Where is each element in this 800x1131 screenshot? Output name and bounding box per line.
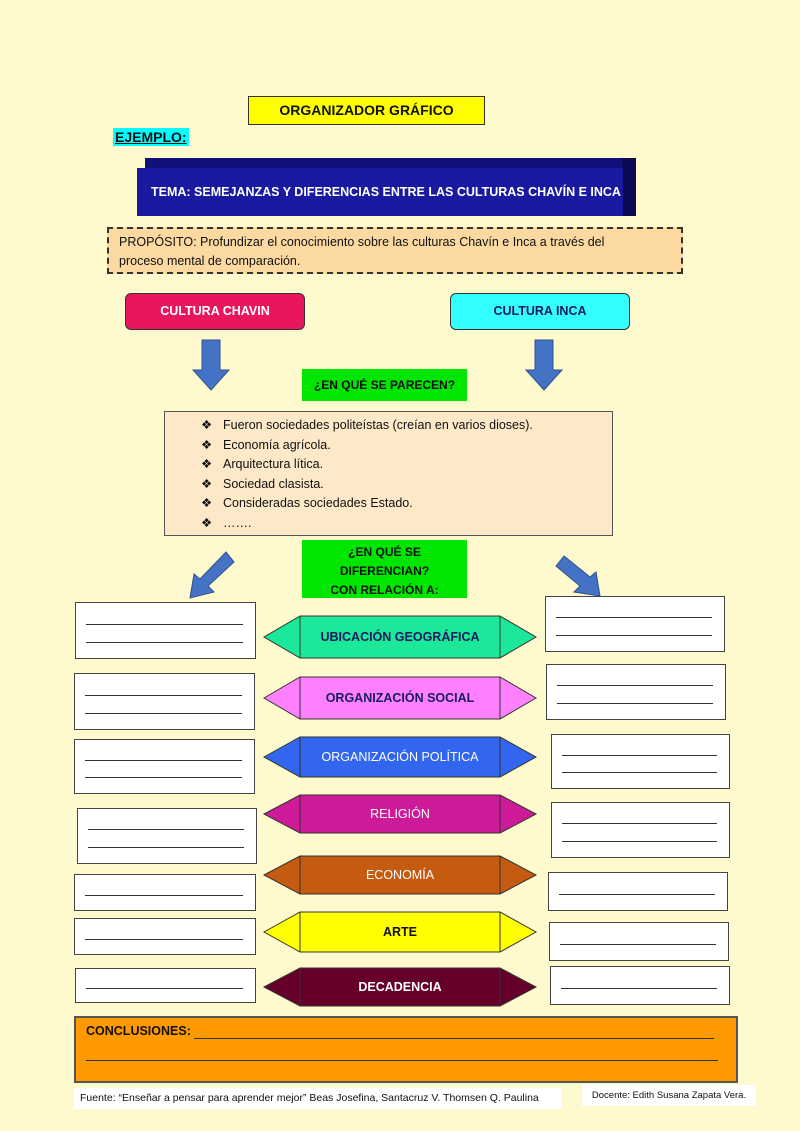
- answer-line: [559, 894, 715, 895]
- similarity-item: ❖ Economía agrícola.: [201, 436, 612, 456]
- answer-line: [562, 823, 717, 824]
- similarity-text: Consideradas sociedades Estado.: [223, 496, 413, 510]
- answer-line: [562, 841, 717, 842]
- answer-box-left[interactable]: [77, 808, 257, 864]
- answer-box-right[interactable]: [546, 664, 726, 720]
- source-citation: Fuente: “Enseñar a pensar para aprender …: [74, 1088, 562, 1109]
- purpose-line-1: PROPÓSITO: Profundizar el conocimiento s…: [119, 235, 605, 249]
- similarity-item: ❖ Sociedad clasista.: [201, 475, 612, 495]
- answer-line: [85, 695, 242, 696]
- similarity-item: ❖ Arquitectura lítica.: [201, 455, 612, 475]
- bullet-icon: ❖: [201, 476, 213, 491]
- answer-line: [85, 713, 242, 714]
- conclusions-line-2[interactable]: [86, 1060, 718, 1061]
- conclusions-line-1[interactable]: [194, 1038, 714, 1039]
- answer-line: [560, 944, 716, 945]
- conclusions-box: CONCLUSIONES:: [74, 1016, 738, 1083]
- similarity-item: ❖ Consideradas sociedades Estado.: [201, 494, 612, 514]
- answer-line: [557, 703, 713, 704]
- answer-line: [557, 685, 713, 686]
- culture-inca-box: CULTURA INCA: [450, 293, 630, 330]
- answer-box-right[interactable]: [550, 966, 730, 1005]
- double-arrow-icon: [263, 676, 537, 720]
- differences-subtitle: CON RELACIÓN A:: [330, 583, 439, 597]
- bullet-icon: ❖: [201, 418, 213, 432]
- similarities-box: ❖ Fueron sociedades politeístas (creían e…: [164, 411, 613, 536]
- double-arrow-icon: [263, 615, 537, 659]
- answer-box-left[interactable]: [74, 739, 255, 794]
- answer-box-left[interactable]: [74, 918, 256, 955]
- answer-line: [556, 635, 712, 636]
- answer-box-right[interactable]: [551, 734, 730, 789]
- answer-line: [85, 760, 242, 761]
- page-title: ORGANIZADOR GRÁFICO: [248, 96, 485, 125]
- differences-question: ¿EN QUÉ SE DIFERENCIAN?: [339, 545, 430, 578]
- similarity-text: Economía agrícola.: [223, 437, 331, 452]
- category-label: ARTE: [382, 925, 418, 939]
- answer-line: [85, 777, 242, 778]
- answer-line: [562, 772, 717, 773]
- category-label: RELIGIÓN: [370, 807, 430, 821]
- similarity-text: Sociedad clasista.: [223, 476, 324, 491]
- answer-line: [86, 988, 243, 989]
- category-label: ORGANIZACIÓN SOCIAL: [325, 691, 475, 705]
- answer-box-right[interactable]: [545, 596, 725, 652]
- answer-line: [85, 939, 243, 940]
- answer-box-left[interactable]: [75, 968, 256, 1003]
- category-label: ORGANIZACIÓN POLÍTICA: [321, 750, 479, 764]
- theme-box-side: [622, 158, 636, 216]
- example-label: EJEMPLO:: [113, 128, 189, 146]
- theme-box: TEMA: SEMEJANZAS Y DIFERENCIAS ENTRE LAS…: [137, 168, 623, 216]
- answer-box-left[interactable]: [74, 874, 256, 911]
- answer-box-right[interactable]: [551, 802, 730, 858]
- answer-line: [86, 624, 243, 625]
- double-arrow-icon: [262, 855, 538, 895]
- purpose-box: PROPÓSITO: Profundizar el conocimiento s…: [107, 227, 683, 274]
- culture-chavin-box: CULTURA CHAVIN: [125, 293, 305, 330]
- double-arrow-icon: [262, 736, 538, 778]
- down-arrow-right-icon: [524, 339, 564, 391]
- similarity-text: Fueron sociedades politeístas (creían en…: [223, 418, 533, 432]
- bullet-icon: ❖: [201, 496, 213, 510]
- answer-line: [86, 642, 243, 643]
- similarity-item: ❖ …….: [201, 514, 612, 534]
- answer-line: [561, 988, 717, 989]
- double-arrow-icon: [262, 794, 538, 834]
- conclusions-label: CONCLUSIONES:: [86, 1024, 191, 1038]
- bullet-icon: ❖: [201, 457, 213, 471]
- category-label: ECONOMÍA: [365, 868, 435, 882]
- similarity-text: Arquitectura lítica.: [223, 457, 324, 471]
- diagonal-arrow-left-icon: [189, 551, 235, 599]
- answer-line: [562, 755, 717, 756]
- similarity-item: ❖ Fueron sociedades politeístas (creían e…: [201, 416, 612, 436]
- bullet-icon: ❖: [201, 515, 213, 530]
- category-label: DECADENCIA: [358, 980, 442, 994]
- answer-box-right[interactable]: [549, 922, 729, 961]
- similarities-list: ❖ Fueron sociedades politeístas (creían e…: [201, 416, 612, 533]
- answer-box-left[interactable]: [74, 673, 255, 730]
- double-arrow-icon: [262, 911, 538, 953]
- diagonal-arrow-right-icon: [555, 555, 601, 597]
- answer-line: [88, 847, 244, 848]
- differences-question-box: ¿EN QUÉ SE DIFERENCIAN? CON RELACIÓN A:: [302, 540, 467, 598]
- down-arrow-left-icon: [191, 339, 231, 391]
- similarities-question: ¿EN QUÉ SE PARECEN?: [302, 369, 467, 401]
- answer-line: [556, 617, 712, 618]
- answer-box-right[interactable]: [548, 872, 728, 911]
- category-label: UBICACIÓN GEOGRÁFICA: [320, 630, 480, 644]
- similarity-text: …….: [223, 515, 252, 530]
- bullet-icon: ❖: [201, 437, 213, 452]
- answer-line: [88, 829, 244, 830]
- purpose-line-2: proceso mental de comparación.: [119, 254, 301, 268]
- answer-box-left[interactable]: [75, 602, 256, 659]
- double-arrow-icon: [262, 967, 538, 1007]
- answer-line: [85, 895, 243, 896]
- teacher-credit: Docente: Edith Susana Zapata Vera.: [582, 1085, 756, 1106]
